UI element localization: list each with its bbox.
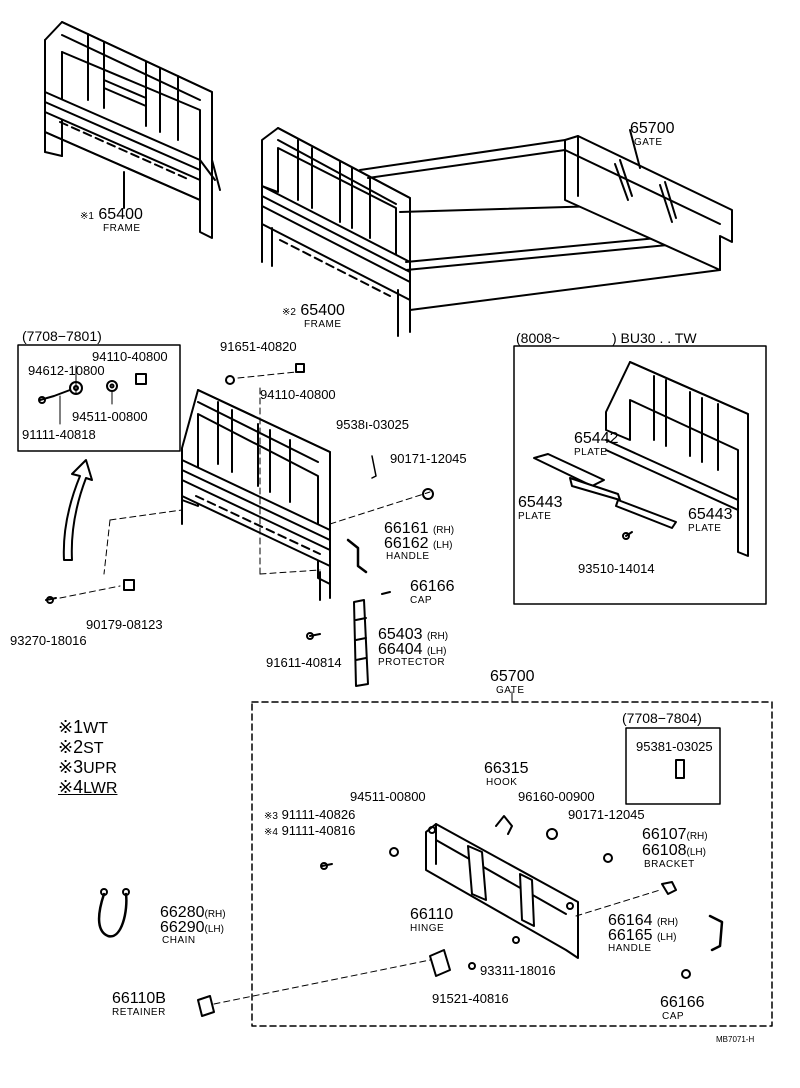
lwr-bolt-label: ※4 91111-40816 xyxy=(264,823,356,838)
inset-early-p4: 91111-40818 xyxy=(22,427,96,442)
inset-early-p2: 94612-10800 xyxy=(28,363,105,378)
clip-label: 9538ı-03025 xyxy=(336,417,410,432)
plate2-name: PLATE xyxy=(518,511,552,522)
gate-cap-name: CAP xyxy=(662,1011,685,1022)
hinge-name: HINGE xyxy=(410,923,445,934)
protector-lh-label: 66404 (LH) xyxy=(378,641,447,658)
ring-label: 96160-00900 xyxy=(518,789,595,804)
inset-late-range-left: (8008~ xyxy=(516,330,560,346)
hinge-label: 66110 xyxy=(410,906,454,923)
gate-sub-part: 95381-03025 xyxy=(636,739,713,754)
gate-handle-lh-label: 66165 (LH) xyxy=(608,927,677,944)
protector-name: PROTECTOR xyxy=(378,657,446,668)
handle-lh-label: 66162 (LH) xyxy=(384,535,453,552)
legend-item: ※1WT xyxy=(58,717,108,738)
gate-subrange-box xyxy=(625,727,721,805)
gate-handle-rh-label: 66164 (RH) xyxy=(608,912,679,929)
hook-label: 66315 xyxy=(484,760,529,777)
bolt-top-label: 91651-40820 xyxy=(220,339,297,354)
inset-early-p1: 94110-40800 xyxy=(92,349,168,364)
bracket-rh-label: 66107(RH) xyxy=(642,826,708,843)
footer-code: MB7071-H xyxy=(716,1035,755,1044)
frame-st-name: FRAME xyxy=(304,319,342,330)
frame-wt-drawing xyxy=(44,21,221,239)
gate-top-part: 65700 xyxy=(630,120,675,137)
nut-side-label: 90171-12045 xyxy=(390,451,467,466)
upr-bolt-label: ※3 91111-40826 xyxy=(264,807,356,822)
chain-lh-label: 66290(LH) xyxy=(160,919,224,936)
plate3-label: 65443 xyxy=(688,506,733,523)
frame-wt-marker-label: ※1 65400 xyxy=(80,206,143,223)
gate-assy-part: 65700 xyxy=(490,668,535,685)
hinge-bolt2-label: 91521-40816 xyxy=(432,991,509,1006)
bracket-lh-label: 66108(LH) xyxy=(642,842,706,859)
screw-label: 93510-14014 xyxy=(578,561,655,576)
arrow-up-icon xyxy=(62,459,93,561)
bolt-left-label: 93270-18016 xyxy=(10,633,87,648)
gate-cap-label: 66166 xyxy=(660,994,705,1011)
cap-label: 66166 xyxy=(410,578,455,595)
legend-item: ※4LWR xyxy=(58,777,118,798)
inset-early-p3: 94511-00800 xyxy=(72,409,148,424)
nut-top-label: 94110-40800 xyxy=(260,387,336,402)
handle-name: HANDLE xyxy=(386,551,430,562)
gate-handle-name: HANDLE xyxy=(608,943,652,954)
legend-item: ※2ST xyxy=(58,737,104,758)
legend: ※1WT ※2ST ※3UPR ※4LWR xyxy=(58,718,117,798)
gate-subrange: (7708−7804) xyxy=(622,710,702,726)
washer-label: 94511-00800 xyxy=(350,789,426,804)
chain-rh-label: 66280(RH) xyxy=(160,904,226,921)
retainer-name: RETAINER xyxy=(112,1007,166,1018)
plate1-name: PLATE xyxy=(574,447,608,458)
legend-item: ※3UPR xyxy=(58,757,117,778)
gate-assembly-drawing xyxy=(97,815,724,1017)
inset-early-box xyxy=(17,344,181,452)
plate1-label: 65442 xyxy=(574,430,619,447)
truck-bed-drawing xyxy=(261,127,733,337)
nut-left-label: 90179-08123 xyxy=(86,617,163,632)
chain-name: CHAIN xyxy=(162,935,196,946)
hook-name: HOOK xyxy=(486,777,518,788)
plate3-name: PLATE xyxy=(688,523,722,534)
frame-st-label: ※2 65400 xyxy=(282,302,345,319)
plate2-label: 65443 xyxy=(518,494,563,511)
gate-top-name: GATE xyxy=(634,137,663,148)
inset-late-box xyxy=(513,345,767,605)
protector-bolt-label: 91611-40814 xyxy=(266,655,342,670)
retainer-label: 66110B xyxy=(112,990,166,1007)
bracket-name: BRACKET xyxy=(644,859,695,870)
handle-rh-label: 66161 (RH) xyxy=(384,520,455,537)
hinge-bolt-label: 93311-18016 xyxy=(480,963,556,978)
inset-early-range: (7708−7801) xyxy=(22,328,102,344)
protector-rh-label: 65403 (RH) xyxy=(378,626,449,643)
frame-wt-name: FRAME xyxy=(103,223,141,234)
gate-nut-label: 90171-12045 xyxy=(568,807,645,822)
frame-middle-drawing xyxy=(45,363,434,687)
inset-late-drawing xyxy=(533,361,749,557)
cap-name: CAP xyxy=(410,595,433,606)
gate-assy-name: GATE xyxy=(496,685,525,696)
inset-late-range-right: ) BU30 . . TW xyxy=(612,330,697,346)
inset-early-hardware xyxy=(38,365,147,425)
clip-icon xyxy=(675,759,685,779)
